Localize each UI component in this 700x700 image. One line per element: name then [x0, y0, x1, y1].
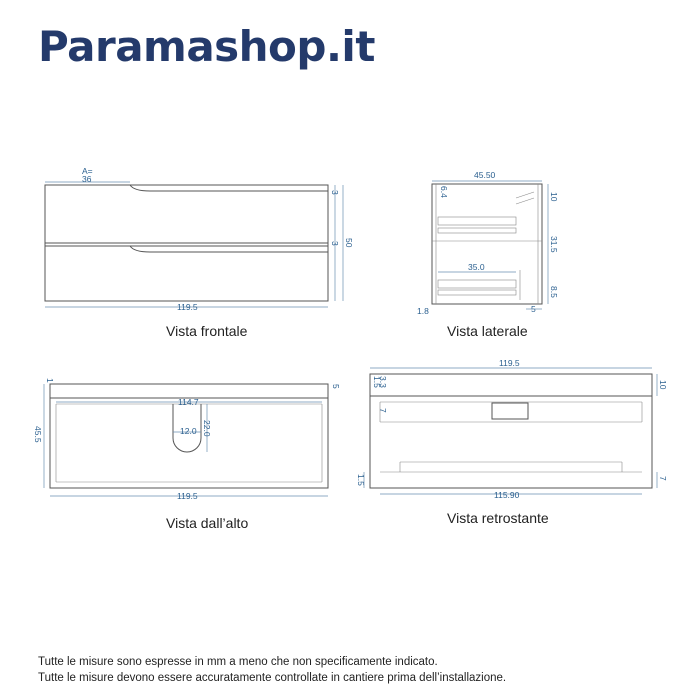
front-view-label: Vista frontale — [166, 323, 248, 339]
rear-dim-top-l2: 3.3 — [378, 376, 388, 388]
footer-note-verify: Tutte le misure devono essere accuratame… — [38, 672, 507, 684]
front-dim-top-gap: 3 — [330, 190, 340, 195]
top-dim-depth: 45.5 — [33, 426, 43, 443]
top-dim-inner-w: 114.7 — [178, 397, 199, 407]
top-dim-back-right: 5 — [331, 384, 341, 389]
top-view-drawing: 1 5 114.7 45.5 12.0 22.0 119.5 — [33, 378, 341, 501]
top-dim-cut-d: 22.0 — [202, 420, 212, 437]
rear-view-drawing: 119.5 1.5 3.3 10 7 1.5 7 115.90 — [356, 358, 668, 500]
rear-dim-width: 119.5 — [499, 358, 520, 368]
side-view-drawing: 45.50 6.4 10 31.5 8.5 35.0 1.8 5 — [417, 170, 559, 316]
side-dim-bottom-h: 8.5 — [549, 286, 559, 298]
rear-dim-inner-w: 115.90 — [494, 490, 520, 500]
front-dim-width: 119.5 — [177, 302, 198, 312]
top-dim-width: 119.5 — [177, 491, 198, 501]
side-dim-side-t: 1.8 — [417, 306, 429, 316]
side-dim-depth: 45.50 — [474, 170, 496, 180]
side-dim-inner-d: 35.0 — [468, 262, 485, 272]
rear-dim-bottom-left: 1.5 — [356, 474, 366, 486]
front-dim-handle-w: 36 — [82, 174, 92, 184]
rear-dim-bottom-right: 7 — [658, 476, 668, 481]
front-dim-height: 50 — [344, 238, 354, 248]
rear-dim-top-l1: 1.5 — [372, 376, 382, 388]
front-dim-handle-a: A= — [82, 166, 93, 176]
footer-note-units: Tutte le misure sono espresse in mm a me… — [38, 656, 438, 668]
side-dim-drawer-h: 31.5 — [549, 236, 559, 253]
rear-view-label: Vista retrostante — [447, 510, 549, 526]
footer-notes: Tutte le misure sono espresse in mm a me… — [38, 654, 506, 686]
top-dim-back-left: 1 — [45, 378, 55, 383]
front-view-drawing: A= 36 3 50 3 119.5 — [44, 166, 354, 312]
side-dim-top-offset: 6.4 — [439, 186, 449, 198]
brand-logo: Paramashop.it — [38, 22, 375, 71]
front-dim-mid-gap: 3 — [330, 241, 340, 246]
rear-dim-rail: 7 — [378, 408, 388, 413]
top-dim-cut-w: 12.0 — [180, 426, 197, 436]
top-view-label: Vista dall’alto — [166, 515, 249, 531]
side-view-label: Vista laterale — [447, 323, 528, 339]
rear-dim-top-right: 10 — [658, 380, 668, 390]
side-dim-top-h: 10 — [549, 192, 559, 202]
